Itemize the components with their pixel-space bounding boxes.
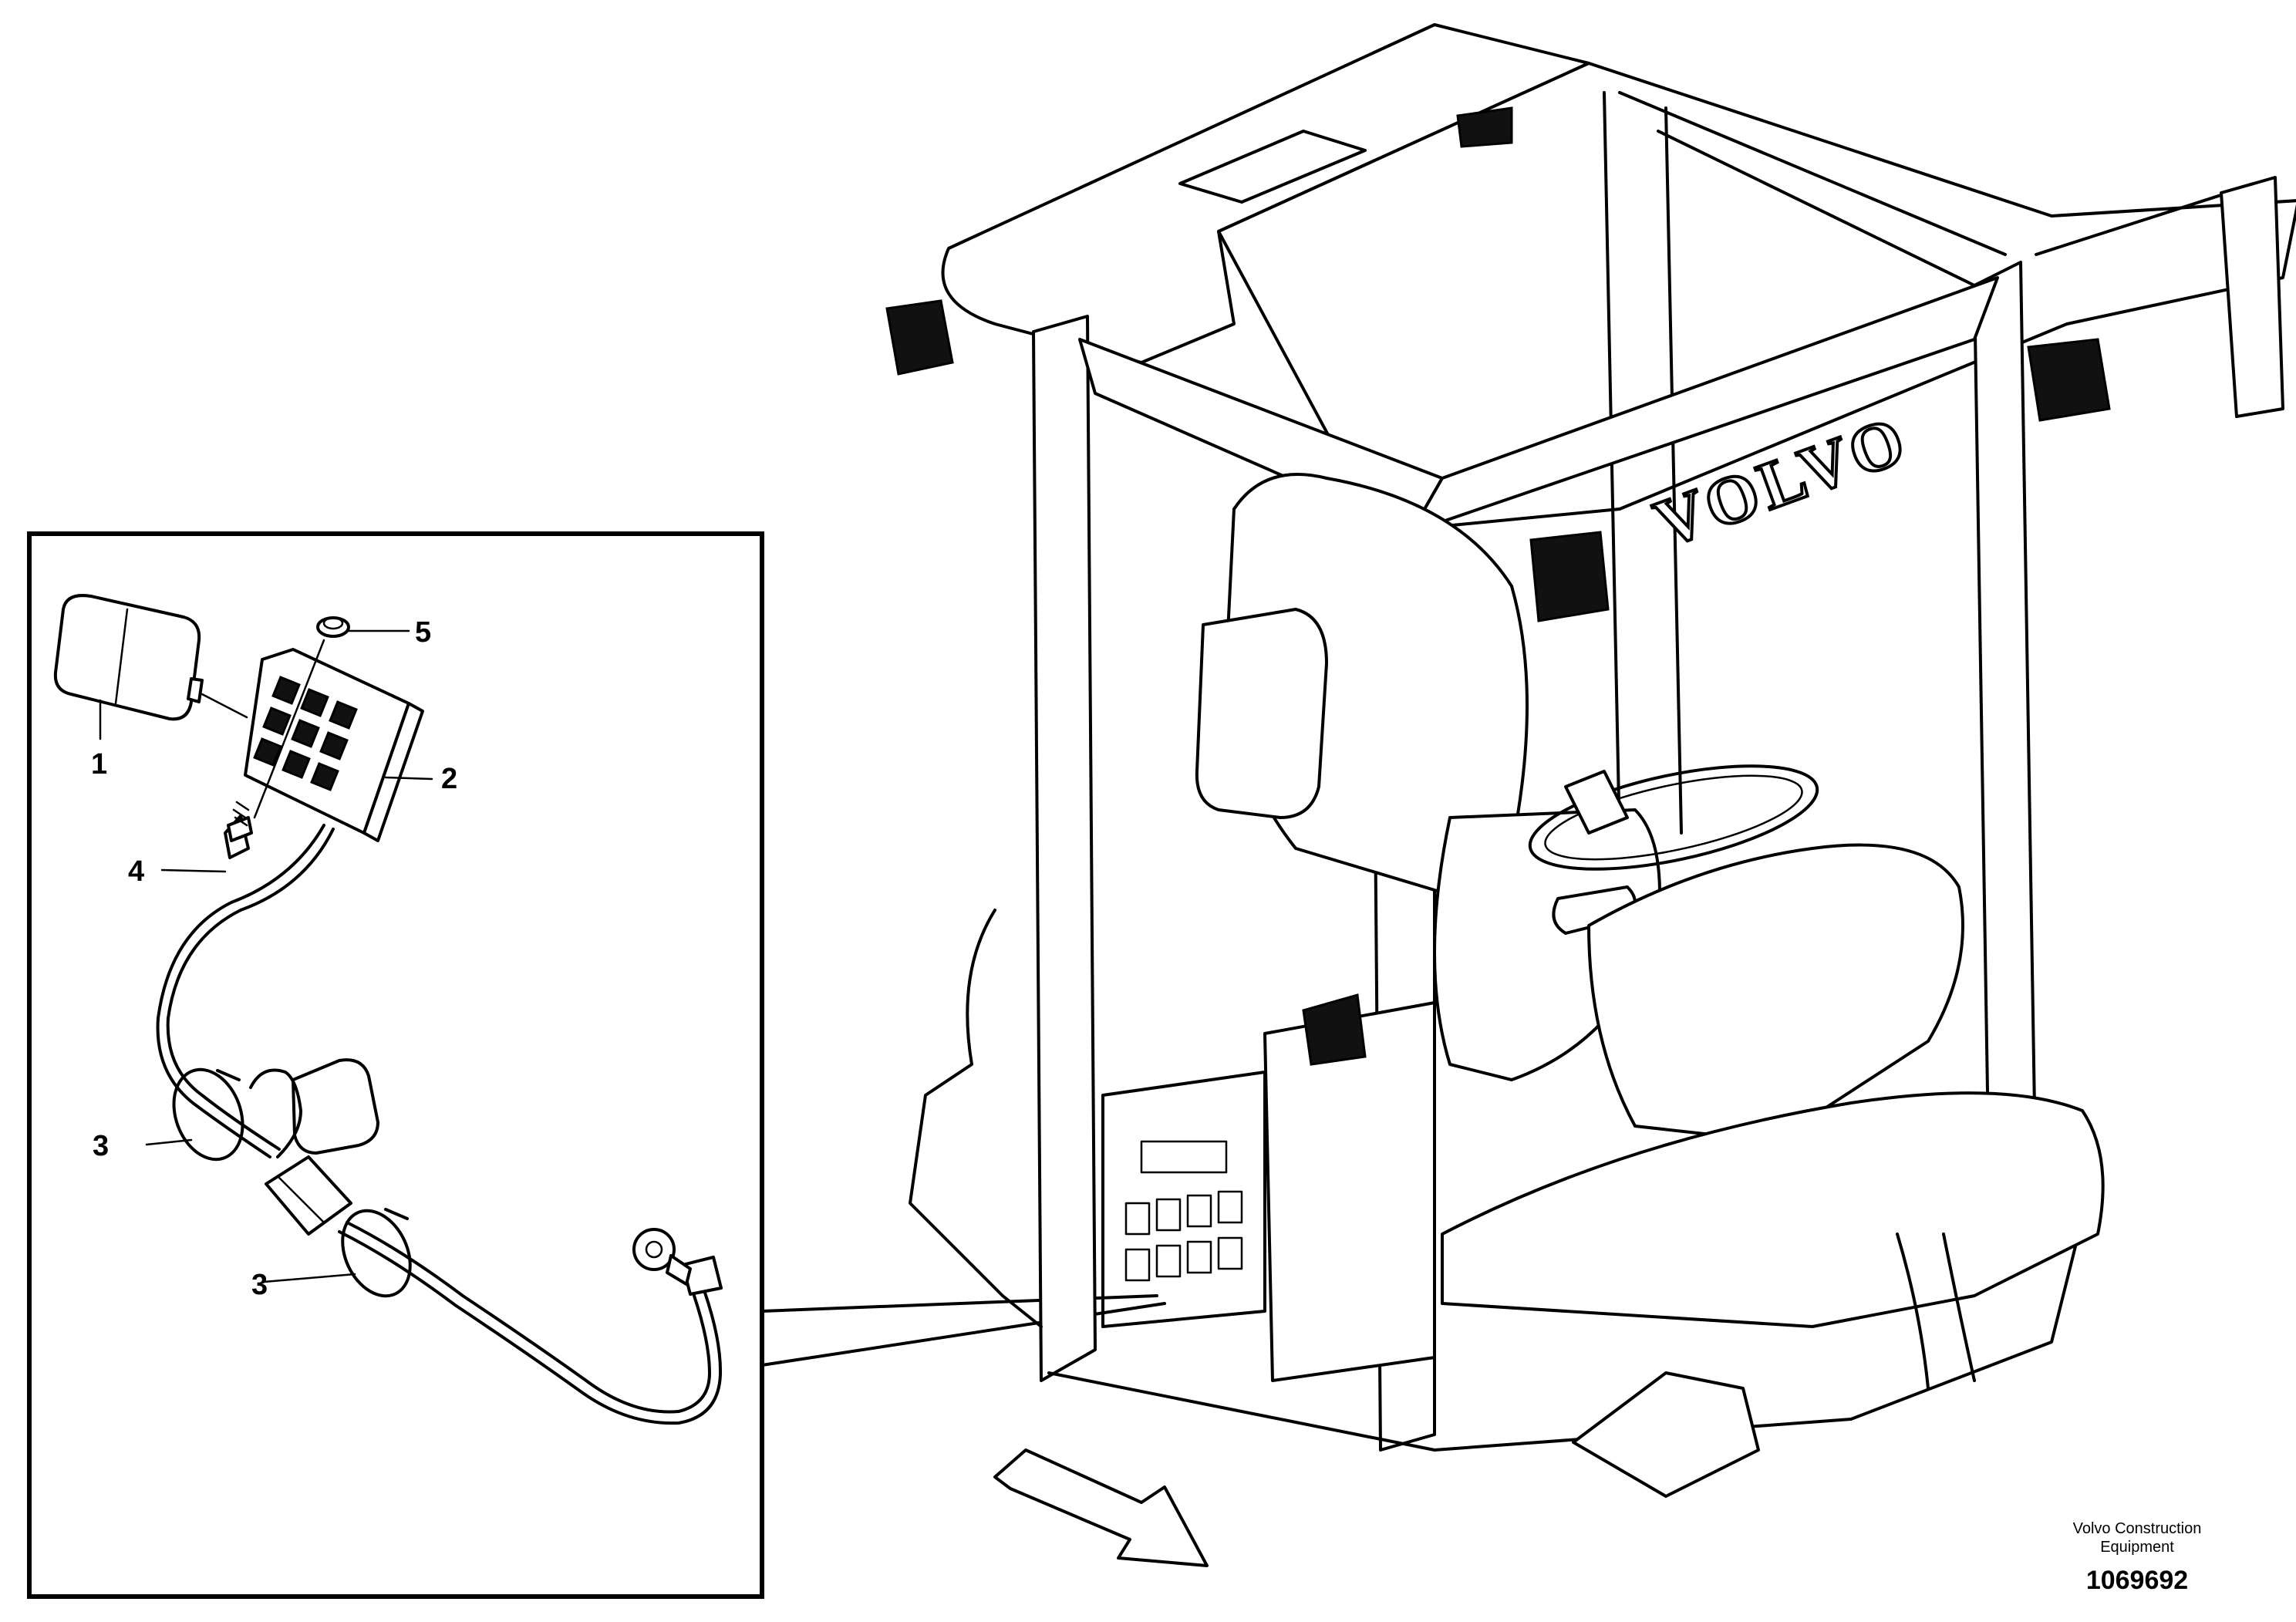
brand-line-2: Equipment [2100,1539,2174,1556]
brand-line-1: Volvo Construction [2072,1520,2202,1537]
work-lights [885,106,2111,622]
callout-3-upper: 3 [93,1130,109,1162]
steering-wheel [1528,764,1819,871]
cab-illustration: VOLVO [885,23,2296,1498]
fuse-box-panel [1101,993,1436,1382]
callout-5: 5 [415,616,431,649]
callout-1: 1 [91,748,107,781]
fuse-holder-part [244,648,424,842]
cover-part [53,594,204,721]
wire-harness [156,824,723,1425]
cab-floor [909,909,2105,1498]
brand-label: Volvo Construction Equipment [2021,1519,2253,1556]
operator-seat [1195,473,1661,1081]
bolt-part [224,639,325,859]
dashboard-console [1587,843,1964,1143]
detail-inset: 1 2 3 3 4 5 [27,531,1166,1599]
mirror [2035,176,2284,418]
callout-leaders [99,629,433,1283]
callout-3-lower: 3 [251,1269,268,1301]
callout-2: 2 [441,763,457,795]
nut-part [316,616,350,638]
drawing-number: 1069692 [2085,1566,2189,1595]
callout-4: 4 [128,855,144,888]
direction-arrow-icon [993,1448,1209,1567]
